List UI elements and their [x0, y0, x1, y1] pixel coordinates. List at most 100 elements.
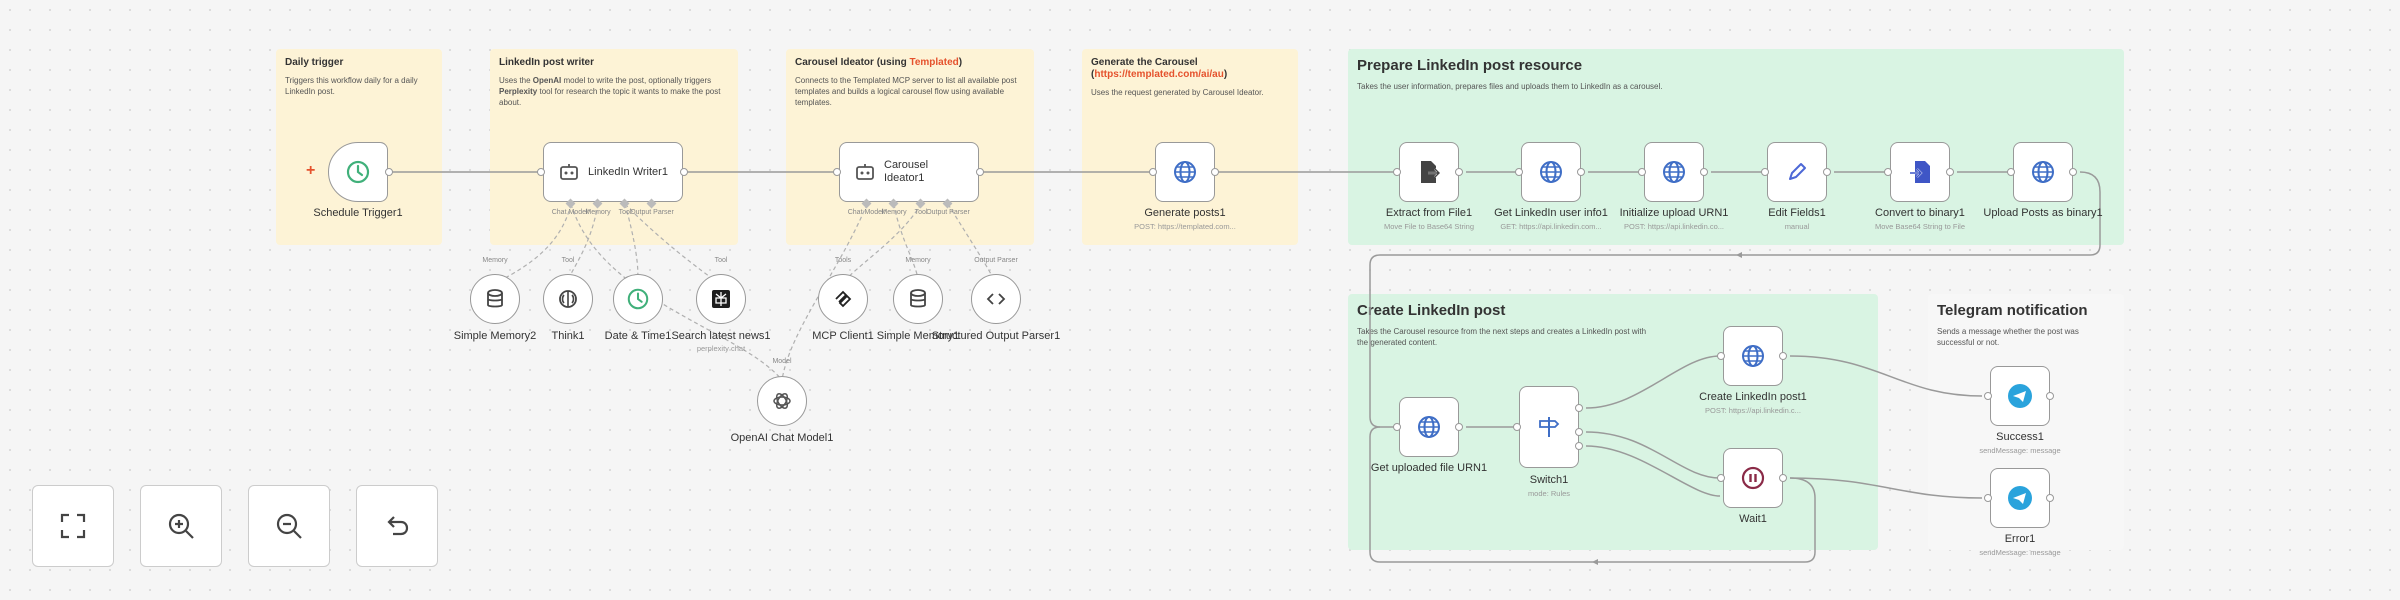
node-telegram-error[interactable] [1990, 468, 2050, 528]
node-get-uploaded-file-urn[interactable] [1399, 397, 1459, 457]
node-simple-memory-2[interactable] [470, 274, 520, 324]
node-label: LinkedIn Writer1 [588, 165, 668, 178]
node-mcp-client[interactable] [818, 274, 868, 324]
sub-node-type-label: Tool [561, 257, 575, 264]
node-label: Success1 [1996, 431, 2044, 443]
add-trigger-button[interactable]: + [306, 162, 316, 179]
input-port[interactable] [1761, 168, 1769, 176]
templated-ai-link[interactable]: https://templated.com/ai/au [1094, 69, 1224, 80]
globe-icon [1174, 161, 1196, 183]
globe-icon [1663, 161, 1685, 183]
node-label: Create LinkedIn post1 [1699, 391, 1807, 403]
output-port[interactable] [1455, 168, 1463, 176]
input-port[interactable] [1393, 423, 1401, 431]
node-label: Wait1 [1739, 513, 1767, 525]
output-port[interactable] [1779, 474, 1787, 482]
node-subtitle: sendMessage: message [1979, 548, 2061, 557]
node-label: Search latest news1 [671, 330, 771, 342]
node-subtitle: POST: https://api.linkedin.co... [1623, 222, 1725, 231]
node-openai-chat-model[interactable] [757, 376, 807, 426]
node-carousel-ideator[interactable]: Carousel Ideator1 [839, 142, 979, 202]
node-think[interactable] [543, 274, 593, 324]
zoom-in-button[interactable] [140, 485, 222, 567]
sub-connection [493, 203, 572, 285]
output-port[interactable] [1823, 168, 1831, 176]
input-port[interactable] [1149, 168, 1157, 176]
output-port[interactable] [1575, 442, 1583, 450]
input-port[interactable] [2007, 168, 2015, 176]
node-search-latest-news[interactable] [696, 274, 746, 324]
reset-zoom-button[interactable] [356, 485, 438, 567]
node-generate-posts[interactable] [1155, 142, 1215, 202]
node-label: Switch1 [1529, 474, 1569, 486]
input-port[interactable] [1393, 168, 1401, 176]
node-subtitle: Move File to Base64 String [1383, 222, 1475, 231]
node-wait[interactable] [1723, 448, 1783, 508]
sub-connection [947, 203, 997, 285]
text-bold: OpenAI [532, 76, 562, 85]
input-port[interactable] [1717, 352, 1725, 360]
node-date-time[interactable] [613, 274, 663, 324]
fit-view-button[interactable] [32, 485, 114, 567]
node-telegram-success[interactable] [1990, 366, 2050, 426]
output-port[interactable] [1577, 168, 1585, 176]
node-label: Simple Memory2 [453, 330, 537, 342]
input-port[interactable] [1884, 168, 1892, 176]
sub-connection [624, 203, 721, 285]
text: Uses the [499, 76, 533, 85]
input-port[interactable] [1984, 494, 1992, 502]
sub-port-label: Memory [585, 209, 611, 216]
sub-port-label: Output Parser [630, 209, 674, 216]
node-convert-to-binary[interactable] [1890, 142, 1950, 202]
clock-icon [346, 160, 370, 184]
undo-icon [387, 516, 409, 536]
output-port[interactable] [1455, 423, 1463, 431]
sub-node-type-label: Tool [714, 257, 728, 264]
node-extract-from-file[interactable] [1399, 142, 1459, 202]
output-port[interactable] [680, 168, 688, 176]
input-port[interactable] [1984, 392, 1992, 400]
connection [1789, 477, 1983, 499]
node-linkedin-writer[interactable]: LinkedIn Writer1 [543, 142, 683, 202]
telegram-icon [2008, 486, 2032, 510]
output-port[interactable] [1779, 352, 1787, 360]
fullscreen-icon [60, 513, 86, 539]
node-edit-fields[interactable] [1767, 142, 1827, 202]
connection [1585, 431, 1721, 479]
output-port[interactable] [976, 168, 984, 176]
output-port[interactable] [1946, 168, 1954, 176]
input-port[interactable] [1717, 474, 1725, 482]
output-port[interactable] [2046, 494, 2054, 502]
input-port[interactable] [537, 168, 545, 176]
output-port[interactable] [1575, 428, 1583, 436]
node-schedule-trigger[interactable] [328, 142, 388, 202]
output-port[interactable] [385, 168, 393, 176]
sticky-prepare-linkedin-post-resource[interactable]: Prepare LinkedIn post resource Takes the… [1348, 49, 2124, 245]
connection [1585, 445, 1721, 497]
node-structured-output-parser[interactable] [971, 274, 1021, 324]
node-label: Structured Output Parser1 [931, 330, 1061, 342]
node-switch[interactable] [1519, 386, 1579, 468]
node-upload-posts-as-binary[interactable] [2013, 142, 2073, 202]
sticky-carousel-ideator[interactable]: Carousel Ideator (using Templated) Conne… [786, 49, 1034, 245]
sub-port-label: Chat Model* [551, 209, 591, 216]
input-port[interactable] [1515, 168, 1523, 176]
output-port[interactable] [1700, 168, 1708, 176]
input-port[interactable] [833, 168, 841, 176]
zoom-in-icon [168, 513, 194, 539]
node-create-linkedin-post[interactable] [1723, 326, 1783, 386]
pause-icon [1741, 466, 1765, 490]
node-label: Initialize upload URN1 [1619, 207, 1729, 219]
node-get-linkedin-user-info[interactable] [1521, 142, 1581, 202]
node-initialize-upload-urn[interactable] [1644, 142, 1704, 202]
input-port[interactable] [1513, 423, 1521, 431]
output-port[interactable] [1211, 168, 1219, 176]
zoom-out-button[interactable] [248, 485, 330, 567]
connection [1585, 355, 1721, 409]
output-port[interactable] [1575, 404, 1583, 412]
output-port[interactable] [2046, 392, 2054, 400]
output-port[interactable] [2069, 168, 2077, 176]
node-simple-memory-1[interactable] [893, 274, 943, 324]
templated-link[interactable]: Templated [909, 57, 959, 68]
input-port[interactable] [1638, 168, 1646, 176]
